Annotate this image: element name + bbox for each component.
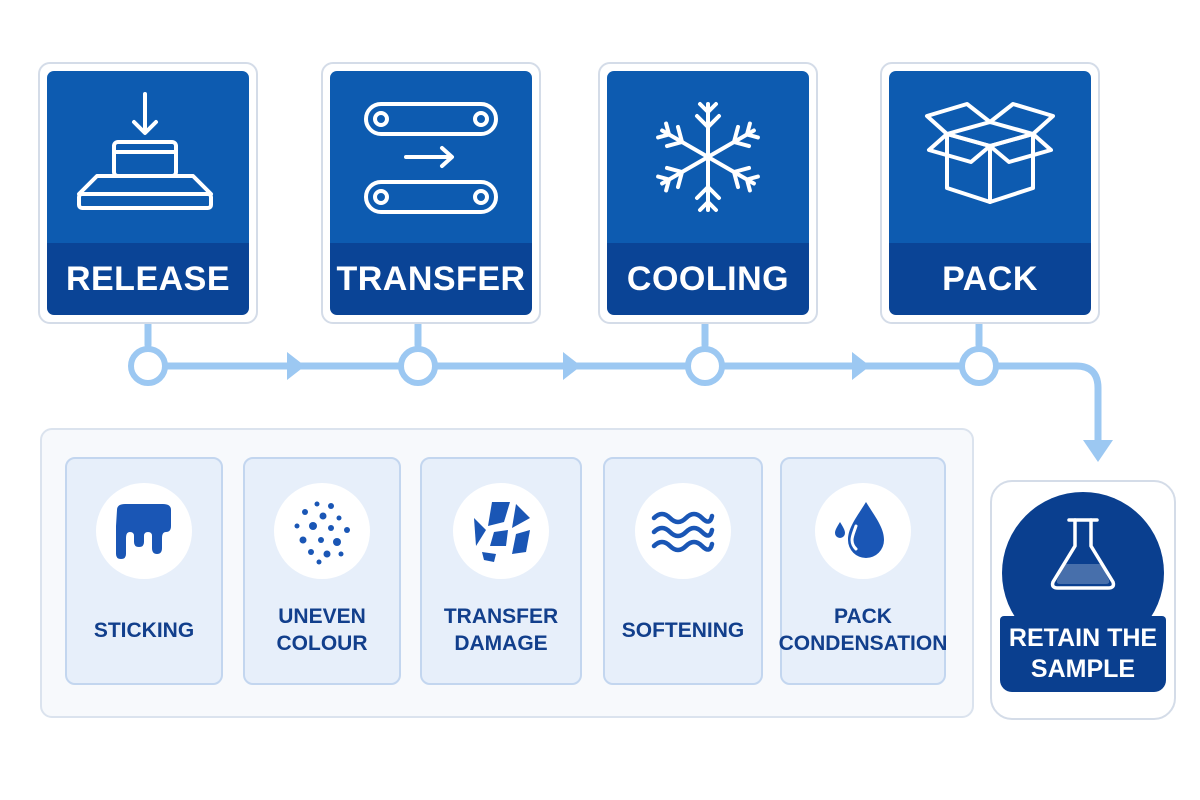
snowflake-icon (654, 102, 762, 212)
stage-pack: PACK (880, 62, 1100, 324)
flow-node-3 (685, 346, 725, 386)
stage-release: RELEASE (38, 62, 258, 324)
stage-label: TRANSFER (330, 243, 532, 315)
issue-label: PACK CONDENSATION (778, 605, 948, 655)
cracked-icon (474, 502, 530, 562)
flow-arrow-3 (852, 352, 870, 380)
outcome-retain-sample: RETAIN THE SAMPLE (990, 480, 1176, 720)
issue-label: STICKING (93, 618, 195, 642)
flow-node-4 (959, 346, 999, 386)
issue-card-pack-condensation: PACK CONDENSATION (778, 457, 948, 685)
stage-label: RELEASE (47, 243, 249, 315)
flow-arrow-down (1083, 440, 1113, 462)
flow-arrow-1 (287, 352, 305, 380)
issue-label: UNEVEN COLOUR (276, 605, 368, 655)
drip-icon (116, 504, 171, 559)
outcome-label: RETAIN THE SAMPLE (1000, 616, 1166, 692)
flow-arrow-2 (563, 352, 581, 380)
flask-icon (1050, 518, 1116, 590)
stage-label: COOLING (607, 243, 809, 315)
stage-cooling: COOLING (598, 62, 818, 324)
issue-card-softening: SOFTENING (603, 457, 763, 685)
flow-node-2 (398, 346, 438, 386)
conveyor-icon (364, 102, 498, 214)
issue-card-uneven-colour: UNEVEN COLOUR (243, 457, 401, 685)
issue-card-sticking: STICKING (65, 457, 223, 685)
flow-node-1 (128, 346, 168, 386)
press-release-icon (77, 92, 213, 210)
issue-card-transfer-damage: TRANSFER DAMAGE (420, 457, 582, 685)
droplet-icon (835, 502, 884, 558)
issue-label: TRANSFER DAMAGE (443, 605, 559, 655)
waves-icon (651, 511, 715, 553)
issue-label: SOFTENING (621, 618, 745, 642)
box-icon (925, 102, 1055, 204)
stage-transfer: TRANSFER (321, 62, 541, 324)
speckle-icon (294, 501, 350, 565)
stage-label: PACK (889, 243, 1091, 315)
